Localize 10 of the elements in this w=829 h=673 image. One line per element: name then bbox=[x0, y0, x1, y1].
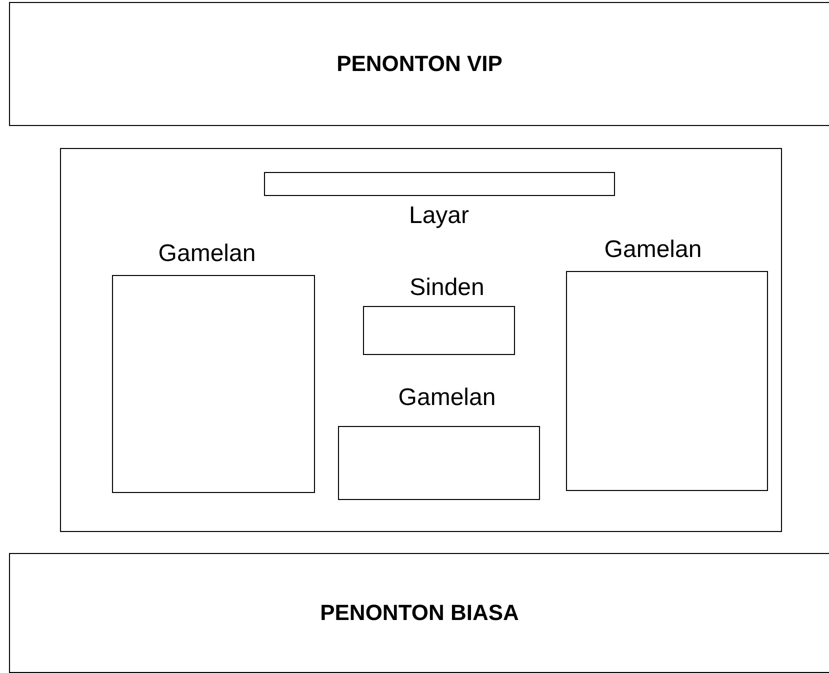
placement-label: Gamelan bbox=[398, 386, 496, 410]
placement-label: Sinden bbox=[410, 276, 484, 300]
placement-label: Gamelan bbox=[158, 242, 256, 266]
area-title: PENONTON BIASA bbox=[320, 600, 519, 626]
placement-label: Gamelan bbox=[604, 238, 702, 262]
stage-outline bbox=[60, 148, 782, 532]
audience-area bbox=[9, 553, 829, 673]
area-title: PENONTON VIP bbox=[336, 51, 502, 77]
placement-label: Layar bbox=[408, 204, 470, 228]
audience-area bbox=[9, 2, 829, 126]
